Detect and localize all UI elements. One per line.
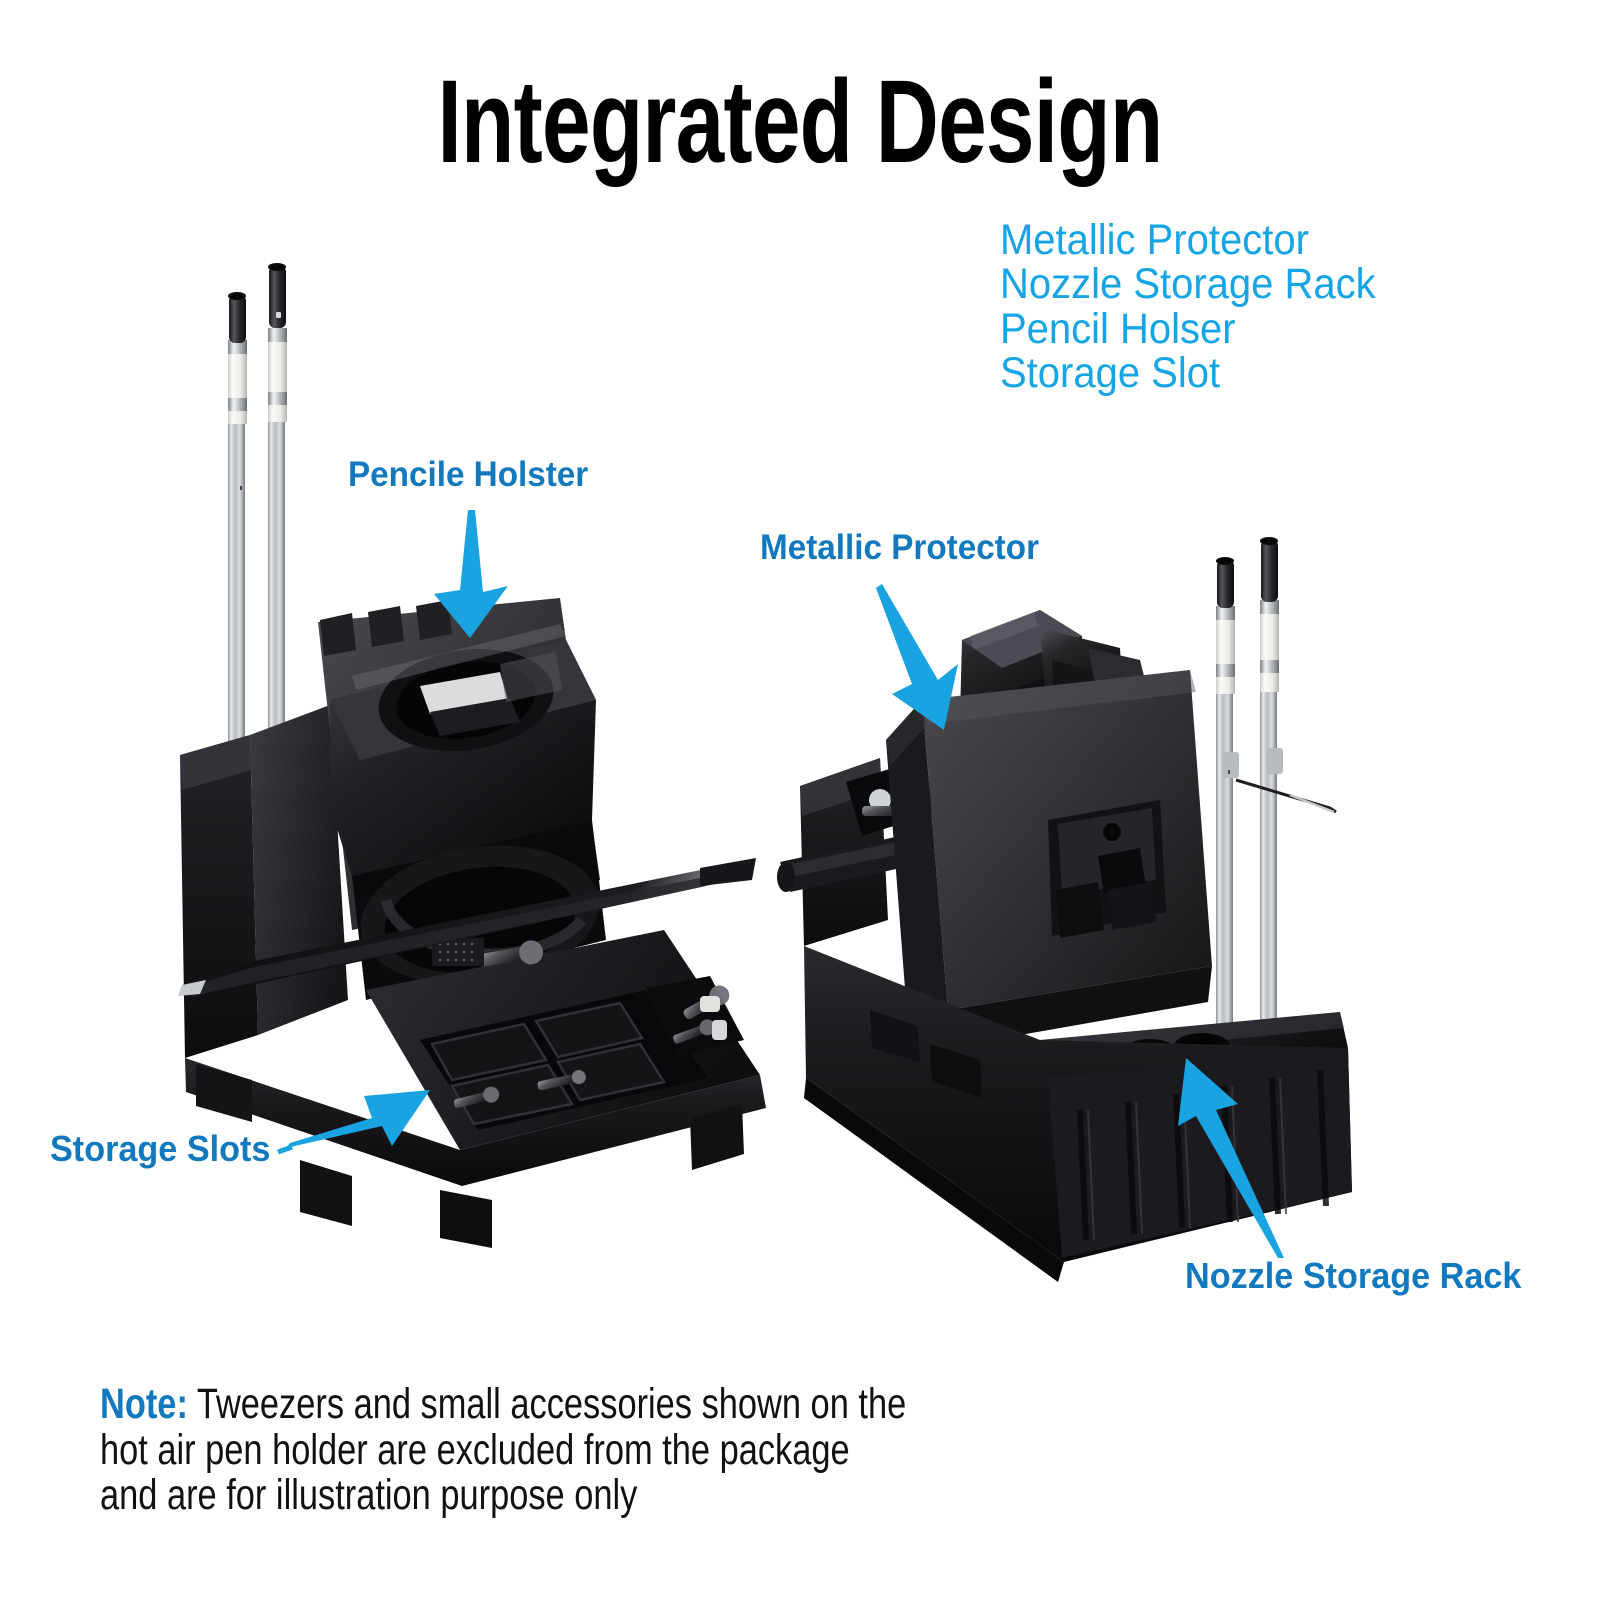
product-left-holder	[178, 263, 766, 1248]
note-prefix: Note:	[100, 1380, 188, 1428]
feature-list-item-3: Storage Slot	[1000, 348, 1221, 397]
feature-list-item-1: Nozzle Storage Rack	[1000, 260, 1376, 309]
feature-list-item-0: Metallic Protector	[1000, 216, 1309, 264]
pencil-holster	[330, 624, 596, 876]
base-rib-highlights	[1087, 1077, 1287, 1241]
arrow-pencil-holster	[434, 510, 508, 638]
soldering-tips-right	[1216, 537, 1337, 1050]
note-line-1: Note: Tweezers and small accessories sho…	[100, 1380, 1076, 1428]
note-block: Note: Tweezers and small accessories sho…	[100, 1380, 1076, 1520]
feature-list-item-2: Pencil Holser	[1000, 304, 1236, 353]
callout-label-nozzle-storage-rack: Nozzle Storage Rack	[1185, 1255, 1522, 1296]
feature-list: Metallic Protector Nozzle Storage Rack P…	[1000, 218, 1465, 395]
callout-label-storage-slots: Storage Slots	[50, 1128, 271, 1169]
base-ribs	[1077, 1069, 1329, 1241]
callout-arrows	[286, 510, 1284, 1258]
product-right-holder	[777, 537, 1352, 1282]
clip-mount	[1048, 800, 1166, 938]
metallic-protector	[960, 610, 1150, 742]
nozzle-storage-rack	[1040, 1012, 1348, 1078]
storage-slots-leader	[277, 1144, 293, 1155]
holster-fins	[320, 600, 452, 656]
trough-screws	[862, 784, 910, 816]
page-title: Integrated Design	[437, 56, 1164, 188]
note-line-2: hot air pen holder are excluded from the…	[100, 1425, 850, 1474]
storage-slots	[366, 930, 760, 1150]
callout-label-pencil-holster: Pencile Holster	[348, 455, 589, 494]
callout-label-metallic-protector: Metallic Protector	[760, 528, 1040, 567]
arrow-metallic-protector	[876, 584, 958, 730]
small-screws	[453, 985, 730, 1108]
note-text-1: Tweezers and small accessories shown on …	[187, 1380, 907, 1428]
soldering-tips-left	[228, 263, 287, 980]
arrow-nozzle-storage-rack	[1178, 1058, 1284, 1258]
note-line-3: and are for illustration purpose only	[100, 1471, 638, 1520]
tweezers	[178, 858, 756, 998]
arrow-storage-slots	[286, 1090, 430, 1148]
